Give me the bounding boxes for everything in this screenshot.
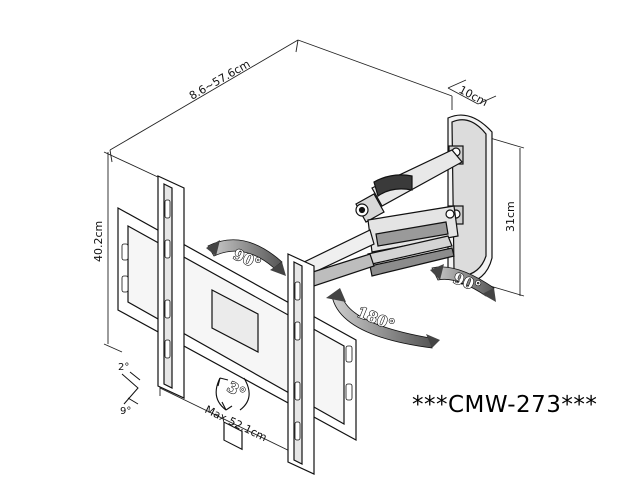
frame-height-dimension [103, 151, 161, 353]
tilt-down-label: 9° [120, 406, 131, 417]
rotate-label: 3° [224, 378, 249, 403]
wall-plate [447, 114, 493, 285]
frame-height-label: 40.2cm [92, 221, 105, 262]
depth-range-label: 8.6~57.6cm [187, 57, 252, 102]
rail-slots [121, 199, 353, 441]
tilt-up-label: 2° [118, 362, 129, 373]
tv-bracket-frame [117, 175, 357, 475]
plate-depth-dimension [447, 79, 497, 105]
depth-dimension [109, 39, 453, 163]
swivel-left-indicator [206, 239, 286, 276]
swivel-right-indicator [430, 264, 496, 302]
model-number: ***CMW-273*** [412, 392, 598, 418]
plate-height-label: 31cm [504, 201, 517, 232]
tilt-indicator [121, 371, 141, 405]
plate-height-dimension [489, 137, 525, 297]
swivel-arm-indicator [326, 288, 440, 349]
rotate-indicator [215, 377, 250, 411]
plate-depth-label: 10cm [457, 83, 490, 109]
articulating-arm [299, 149, 463, 291]
